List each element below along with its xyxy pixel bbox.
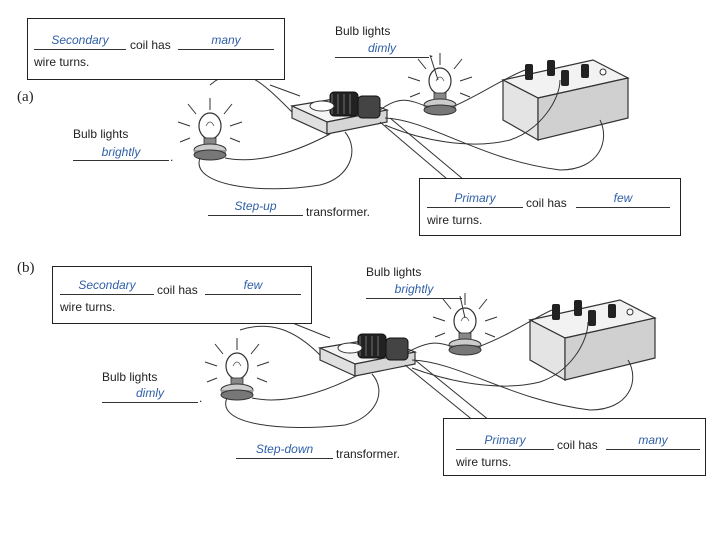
panel-b-primary-text-mid: coil has bbox=[557, 438, 598, 452]
panel-a-secondary-coil-answer: Secondary bbox=[51, 33, 109, 47]
panel-b-secondary-text-mid: coil has bbox=[157, 283, 198, 297]
panel-a-bulb-right-suffix: . bbox=[430, 46, 434, 60]
panel-a-label: (a) bbox=[17, 89, 34, 105]
panel-a-primary-turns-answer: few bbox=[613, 191, 633, 205]
panel-a-bulb-right-prefix: Bulb lights bbox=[335, 24, 391, 38]
panel-a-bulb-right-answer: dimly bbox=[367, 41, 396, 55]
panel-b-bulb-left-prefix: Bulb lights bbox=[102, 370, 158, 384]
panel-a-transformer-answer: Step-up bbox=[234, 199, 277, 213]
panel-b-secondary-text-end: wire turns. bbox=[60, 300, 116, 314]
panel-b-secondary-box: Secondary coil has few wire turns. bbox=[52, 266, 312, 324]
panel-b-transformer-answer: Step-down bbox=[255, 442, 314, 456]
panel-a-transformer-suffix: transformer. bbox=[306, 205, 371, 219]
panel-a-primary-coil-answer: Primary bbox=[454, 191, 496, 205]
panel-b-illustration bbox=[204, 292, 656, 431]
panel-b-bulb-left-suffix: . bbox=[199, 391, 203, 405]
panel-b-label: (b) bbox=[17, 260, 35, 276]
panel-a-bulb-left-suffix: . bbox=[170, 150, 174, 164]
panel-b-transformer-suffix: transformer. bbox=[336, 447, 401, 461]
panel-a-secondary-turns-answer: many bbox=[211, 33, 241, 47]
panel-b-bulb-left-answer: dimly bbox=[135, 386, 164, 400]
panel-a-primary-text-end: wire turns. bbox=[427, 213, 483, 227]
panel-a-secondary-text-end: wire turns. bbox=[34, 55, 90, 69]
panel-a-illustration bbox=[177, 52, 629, 191]
panel-b-secondary-turns-answer: few bbox=[243, 278, 263, 292]
panel-a-secondary-text-mid: coil has bbox=[130, 38, 171, 52]
panel-a-primary-box: Primary coil has few wire turns. bbox=[419, 178, 681, 236]
panel-b-primary-box: Primary coil has many wire turns. bbox=[443, 418, 706, 476]
panel-b-secondary-coil-answer: Secondary bbox=[78, 278, 136, 292]
panel-a-primary-text-mid: coil has bbox=[526, 196, 567, 210]
panel-a-secondary-box: Secondary coil has many wire turns. bbox=[27, 18, 285, 80]
panel-b-primary-turns-answer: many bbox=[638, 433, 668, 447]
panel-a-bulb-left-answer: brightly bbox=[101, 145, 141, 159]
panel-a-bulb-left-prefix: Bulb lights bbox=[73, 127, 129, 141]
panel-b-primary-coil-answer: Primary bbox=[484, 433, 526, 447]
panel-b-bulb-right-answer: brightly bbox=[394, 282, 434, 296]
panel-b-bulb-right-prefix: Bulb lights bbox=[366, 265, 422, 279]
panel-b-primary-text-end: wire turns. bbox=[456, 455, 512, 469]
